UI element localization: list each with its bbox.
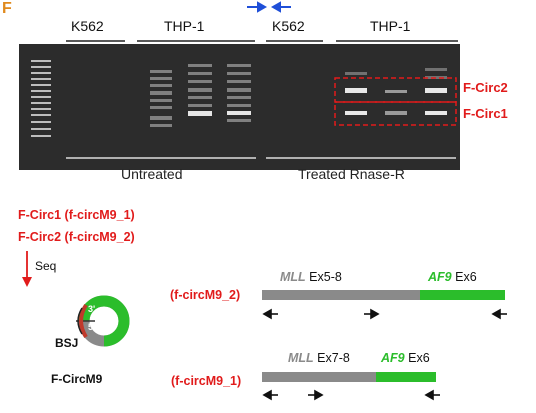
circle-label-3p: 3': [88, 304, 96, 314]
gel-label-k562-1: K562: [71, 18, 104, 34]
legend-fcirc2: F-Circ2 (f-circM9_2): [18, 230, 135, 244]
construct-name-circm9-1: (f-circM9_1): [171, 374, 242, 388]
gene-mll-exons: Ex5-8: [309, 270, 342, 284]
panel-letter: F: [2, 0, 12, 17]
gene-af9-label: AF9: [428, 270, 452, 284]
seq-label: Seq: [35, 259, 57, 273]
label-treated-rnase-r: Treated Rnase-R: [298, 166, 405, 182]
gel-label-thp1-1: THP-1: [164, 18, 205, 34]
construct-2-gene2: AF9 Ex6: [428, 270, 477, 284]
construct-1-gene2: AF9 Ex6: [381, 351, 430, 365]
band-label-fcirc1: F-Circ1: [463, 106, 508, 121]
gene-mll-label: MLL: [288, 351, 314, 365]
label-untreated: Untreated: [121, 166, 183, 182]
gel-label-k562-2: K562: [272, 18, 305, 34]
construct-1-gene1: MLL Ex7-8: [288, 351, 350, 365]
gene-mll-label: MLL: [280, 270, 306, 284]
gene-af9-exons: Ex6: [455, 270, 477, 284]
gene-af9-exons: Ex6: [408, 351, 430, 365]
bsj-label: BSJ: [55, 336, 79, 350]
circle-label-5p: 5': [88, 322, 96, 332]
gene-mll-exons: Ex7-8: [317, 351, 350, 365]
band-label-fcirc2: F-Circ2: [463, 80, 508, 95]
gel-label-thp1-2: THP-1: [370, 18, 411, 34]
gene-af9-label: AF9: [381, 351, 405, 365]
construct-2-gene1: MLL Ex5-8: [280, 270, 342, 284]
construct-name-circm9-2: (f-circM9_2): [170, 288, 241, 302]
circle-name: F-CircM9: [51, 372, 103, 386]
legend-fcirc1: F-Circ1 (f-circM9_1): [18, 208, 135, 222]
